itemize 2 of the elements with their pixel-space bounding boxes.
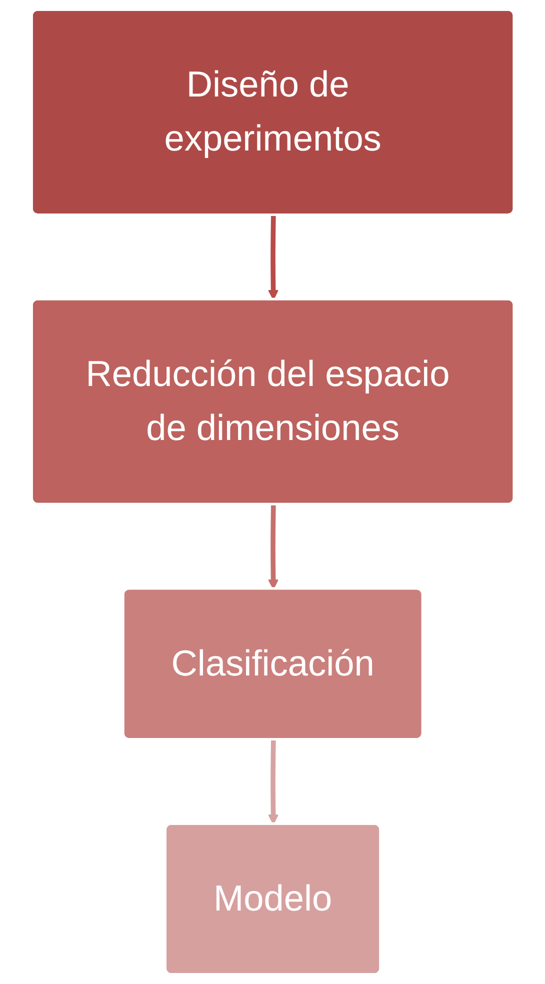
arrow bbox=[268, 215, 278, 300]
arrow bbox=[268, 740, 278, 825]
